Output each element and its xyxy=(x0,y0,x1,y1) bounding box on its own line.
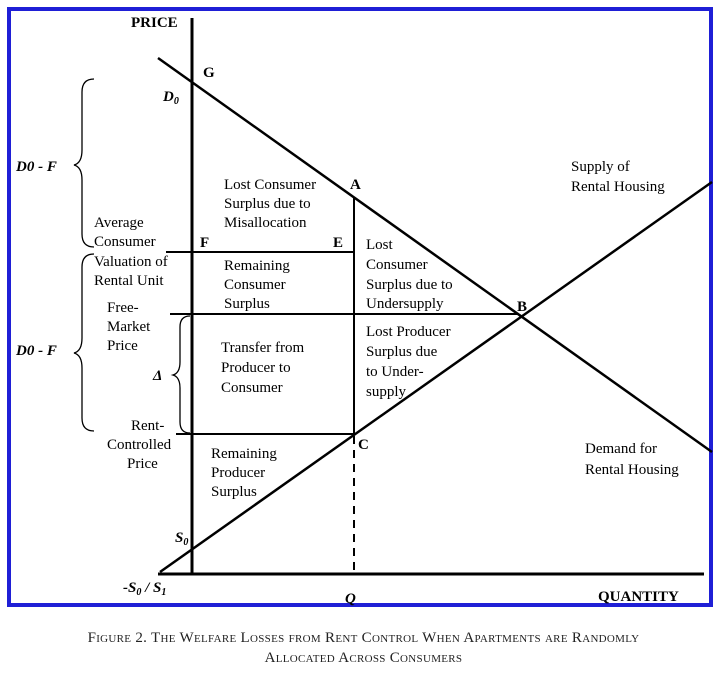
y-axis-label: PRICE xyxy=(131,15,178,31)
caption-line-2: Allocated Across Consumers xyxy=(264,650,463,666)
region-lost-cs-misallocation-2: Surplus due to xyxy=(224,196,311,212)
region-remaining-cs-2: Consumer xyxy=(224,277,286,293)
figure-caption: Figure 2. The Welfare Losses from Rent C… xyxy=(0,628,727,668)
label-avg-valuation-4: Rental Unit xyxy=(94,273,164,289)
point-C: C xyxy=(358,437,369,453)
label-d0f-bottom: D0 - F xyxy=(15,343,57,359)
region-lost-cs-undersupply-3: Surplus due to xyxy=(366,277,453,293)
brace-d0f-top xyxy=(73,78,95,248)
caption-line-1: Figure 2. The Welfare Losses from Rent C… xyxy=(87,630,640,646)
point-B: B xyxy=(517,299,527,315)
region-transfer-3: Consumer xyxy=(221,380,283,396)
label-avg-valuation-1: Average xyxy=(94,215,144,231)
label-avg-valuation-2: Consumer xyxy=(94,234,156,250)
label-rent-controlled-3: Price xyxy=(127,456,158,472)
label-rent-controlled-2: Controlled xyxy=(107,437,172,453)
region-remaining-ps-2: Producer xyxy=(211,465,265,481)
region-lost-ps-1: Lost Producer xyxy=(366,324,451,340)
region-lost-cs-undersupply-4: Undersupply xyxy=(366,296,444,312)
label-delta: Δ xyxy=(152,368,162,384)
figure-frame xyxy=(7,7,713,607)
brace-delta xyxy=(170,315,191,434)
supply-curve xyxy=(159,180,713,574)
point-A: A xyxy=(350,177,361,193)
supply-label-2: Rental Housing xyxy=(571,179,665,195)
point-G: G xyxy=(203,65,215,81)
label-free-market-2: Market xyxy=(107,319,151,335)
label-D0: D0 xyxy=(162,89,179,107)
region-transfer-2: Producer to xyxy=(221,360,291,376)
demand-label-2: Rental Housing xyxy=(585,462,679,478)
label-avg-valuation-3: Valuation of xyxy=(94,254,168,270)
brace-d0f-bottom xyxy=(73,253,95,432)
supply-label-1: Supply of xyxy=(571,159,630,175)
region-remaining-cs-1: Remaining xyxy=(224,258,290,274)
demand-curve xyxy=(157,56,713,454)
region-remaining-cs-3: Surplus xyxy=(224,296,270,312)
region-lost-ps-2: Surplus due xyxy=(366,344,438,360)
region-remaining-ps-3: Surplus xyxy=(211,484,257,500)
label-free-market-1: Free- xyxy=(107,300,139,316)
point-F: F xyxy=(200,235,209,251)
region-lost-cs-misallocation-3: Misallocation xyxy=(224,215,307,231)
label-rent-controlled-1: Rent- xyxy=(131,418,164,434)
region-transfer-1: Transfer from xyxy=(221,340,305,356)
demand-label-1: Demand for xyxy=(585,441,657,457)
region-lost-ps-3: to Under- xyxy=(366,364,424,380)
label-d0f-top: D0 - F xyxy=(15,159,57,175)
label-free-market-3: Price xyxy=(107,338,138,354)
label-Q: Q xyxy=(345,591,356,607)
region-lost-cs-undersupply-2: Consumer xyxy=(366,257,428,273)
region-lost-ps-4: supply xyxy=(366,384,407,400)
x-axis-label: QUANTITY xyxy=(598,589,679,605)
region-lost-cs-misallocation-1: Lost Consumer xyxy=(224,177,316,193)
point-E: E xyxy=(333,235,343,251)
welfare-diagram: PRICE QUANTITY G D0 A E F B C S0 -S0 / S… xyxy=(15,15,713,607)
label-intercept: -S0 / S1 xyxy=(123,580,166,598)
label-S0: S0 xyxy=(175,530,188,548)
region-remaining-ps-1: Remaining xyxy=(211,446,277,462)
region-lost-cs-undersupply-1: Lost xyxy=(366,237,394,253)
